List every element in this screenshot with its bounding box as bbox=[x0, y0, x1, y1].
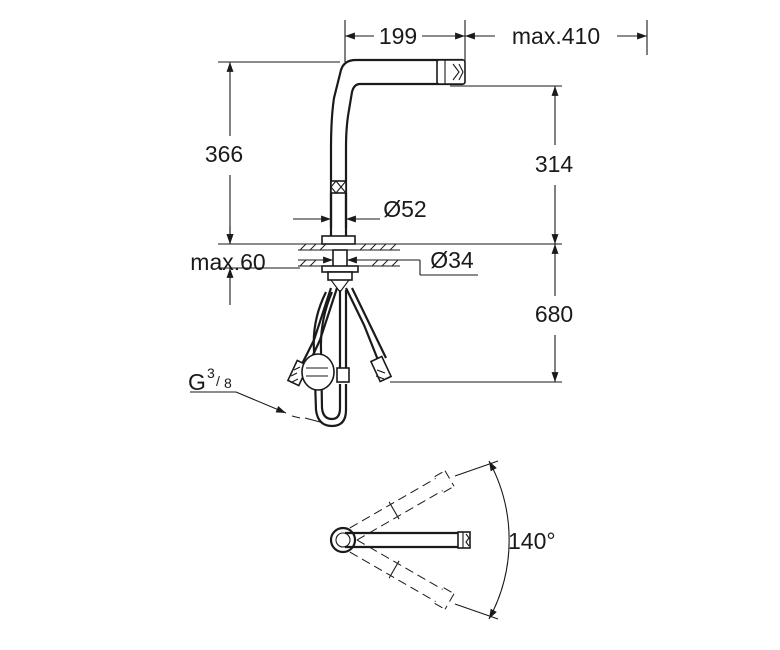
mounting-shank bbox=[321, 249, 359, 293]
hose-length-label: 680 bbox=[535, 301, 573, 327]
top-dimension-lines bbox=[344, 20, 648, 62]
swivel-angle-label: 140° bbox=[508, 528, 556, 554]
thread-fraction-slash: / bbox=[216, 373, 220, 389]
base-diameter-dimension bbox=[310, 256, 478, 276]
deck-thickness-label: max.60 bbox=[190, 249, 265, 275]
thread-leader bbox=[190, 391, 321, 423]
left-dimension-lines bbox=[218, 61, 340, 305]
spout-diameter-label: Ø52 bbox=[383, 196, 426, 222]
outlet-height-label: 314 bbox=[535, 151, 574, 177]
thread-label-numerator: 3 bbox=[207, 365, 215, 381]
thread-label-denominator: 8 bbox=[224, 375, 232, 391]
base-diameter-label: Ø34 bbox=[430, 247, 474, 273]
faucet-body bbox=[321, 58, 466, 245]
supply-hoses bbox=[286, 287, 393, 428]
thread-label-main: G bbox=[188, 369, 206, 395]
total-height-label: 366 bbox=[205, 141, 243, 167]
right-dimension-lines bbox=[372, 85, 562, 383]
spout-reach-label: 199 bbox=[379, 23, 417, 49]
max-reach-label: max.410 bbox=[512, 23, 600, 49]
swivel-plan-view bbox=[329, 460, 510, 620]
countertop-section bbox=[298, 243, 410, 267]
